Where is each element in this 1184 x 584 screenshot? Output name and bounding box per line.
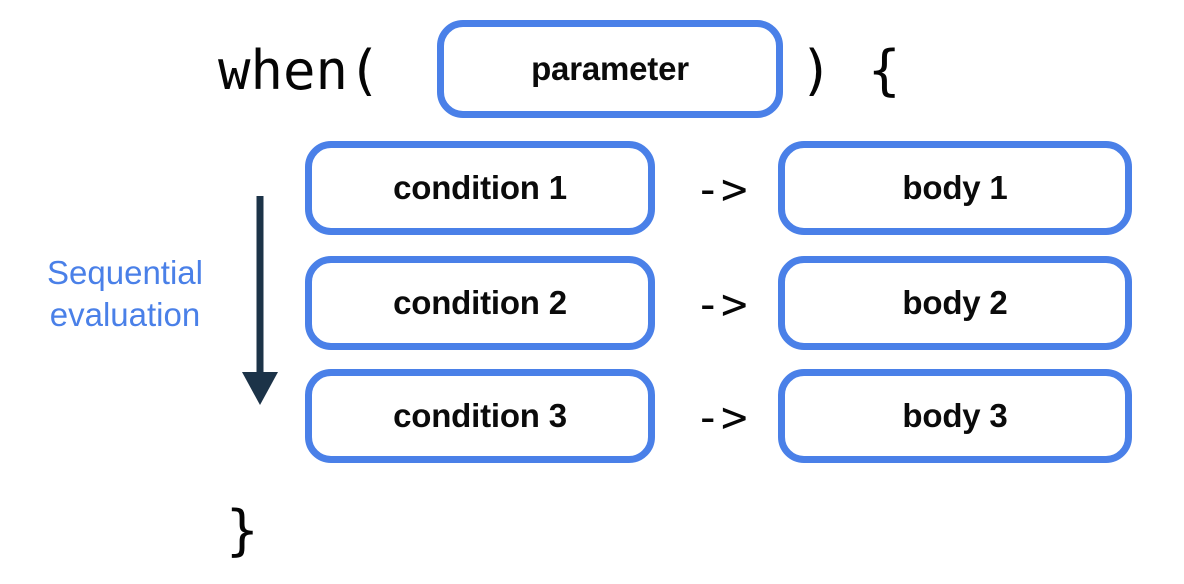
body-label-2: body 2 [902,284,1008,321]
condition-box-3[interactable]: condition 3 [305,369,655,463]
code-keyword-when: when( [218,39,381,102]
code-brace-close: } [226,499,259,562]
body-box-2[interactable]: body 2 [778,256,1132,350]
condition-label-3: condition 3 [393,397,567,434]
condition-label-1: condition 1 [393,169,567,206]
condition-box-1[interactable]: condition 1 [305,141,655,235]
parameter-box[interactable]: parameter [437,20,783,118]
body-box-3[interactable]: body 3 [778,369,1132,463]
branch-arrow-2: -> [694,279,748,330]
downward-arrow-icon [242,196,278,405]
sequential-evaluation-line-1: Sequential [47,254,203,291]
code-paren-close: ) [800,39,833,102]
body-label-1: body 1 [902,169,1008,206]
code-brace-open: { [868,39,901,102]
branch-arrow-3: -> [694,392,748,443]
body-box-1[interactable]: body 1 [778,141,1132,235]
sequential-evaluation-label: Sequential evaluation [8,252,242,336]
condition-label-2: condition 2 [393,284,567,321]
parameter-label: parameter [531,50,689,87]
branch-arrow-1: -> [694,164,748,215]
sequential-evaluation-line-2: evaluation [49,296,201,334]
body-label-3: body 3 [902,397,1008,434]
condition-box-2[interactable]: condition 2 [305,256,655,350]
